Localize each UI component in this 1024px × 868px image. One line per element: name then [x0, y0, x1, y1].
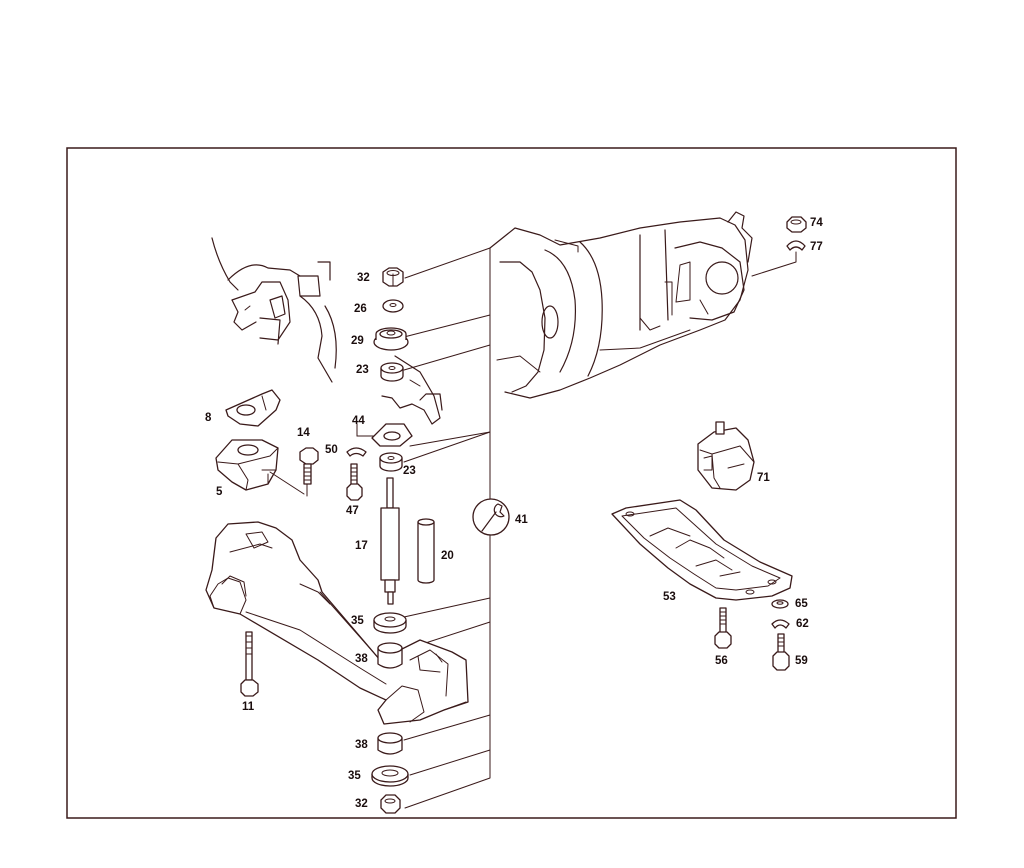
washer-26 [382, 299, 404, 313]
washer-65 [771, 599, 789, 609]
callout-62: 62 [796, 618, 809, 630]
engine-bracket [211, 237, 337, 383]
callout-56: 56 [715, 655, 728, 667]
bolt-56 [714, 607, 732, 649]
bracket-8 [225, 389, 281, 427]
callout-14: 14 [297, 427, 310, 439]
callout-50: 50 [325, 444, 338, 456]
callout-23-top: 23 [356, 364, 369, 376]
transmission-housing [489, 211, 753, 399]
mount-bracket [381, 355, 443, 425]
transmission-mount-71 [697, 421, 755, 491]
washer-77 [751, 240, 806, 277]
callout-44: 44 [352, 415, 365, 427]
callout-41: 41 [515, 514, 528, 526]
callout-23-mid: 23 [403, 465, 416, 477]
nut-32-bot [380, 794, 401, 814]
callout-8: 8 [205, 412, 212, 424]
bolt-47 [346, 463, 363, 501]
nut-32-top [382, 267, 404, 287]
callout-35-bot: 35 [348, 770, 361, 782]
callout-53: 53 [663, 591, 676, 603]
mount-35-bot [371, 765, 409, 787]
callout-20: 20 [441, 550, 454, 562]
bolt-11 [240, 631, 259, 697]
bolt-14 [299, 447, 319, 497]
carrier-plate-53 [611, 499, 793, 601]
bushing-23-top [380, 362, 404, 382]
crossmember [205, 521, 469, 725]
rubber-mount-29 [373, 327, 409, 351]
callout-29: 29 [351, 335, 364, 347]
callout-11: 11 [242, 701, 255, 713]
bushing-38-bot [377, 732, 403, 755]
callout-32-bot: 32 [355, 798, 368, 810]
callout-59: 59 [795, 655, 808, 667]
callout-17: 17 [355, 540, 368, 552]
bolt-59 [772, 633, 790, 671]
callout-47: 47 [346, 505, 359, 517]
clip-62 [771, 619, 790, 629]
nut-74 [786, 216, 807, 233]
callout-labels: 32 26 29 23 8 44 14 50 23 5 47 41 17 20 … [205, 217, 823, 810]
callout-38-bot: 38 [355, 739, 368, 751]
callout-35-top: 35 [351, 615, 364, 627]
callout-32-top: 32 [357, 272, 370, 284]
bushing-38-top [377, 642, 403, 669]
pin-17 [380, 477, 400, 605]
mount-35-top [373, 612, 407, 634]
wrench-icon [472, 498, 510, 536]
diagram-frame [66, 147, 957, 819]
callout-71: 71 [757, 472, 770, 484]
callout-74: 74 [810, 217, 823, 229]
plate-44 [356, 423, 413, 447]
sleeve-20 [417, 518, 435, 584]
engine-mount-5 [215, 439, 305, 495]
callout-26: 26 [354, 303, 367, 315]
callout-5: 5 [216, 486, 223, 498]
callout-77: 77 [810, 241, 823, 253]
callout-65: 65 [795, 598, 808, 610]
callout-38-top: 38 [355, 653, 368, 665]
bushing-23-mid [379, 452, 403, 472]
clip-50 [346, 447, 367, 457]
